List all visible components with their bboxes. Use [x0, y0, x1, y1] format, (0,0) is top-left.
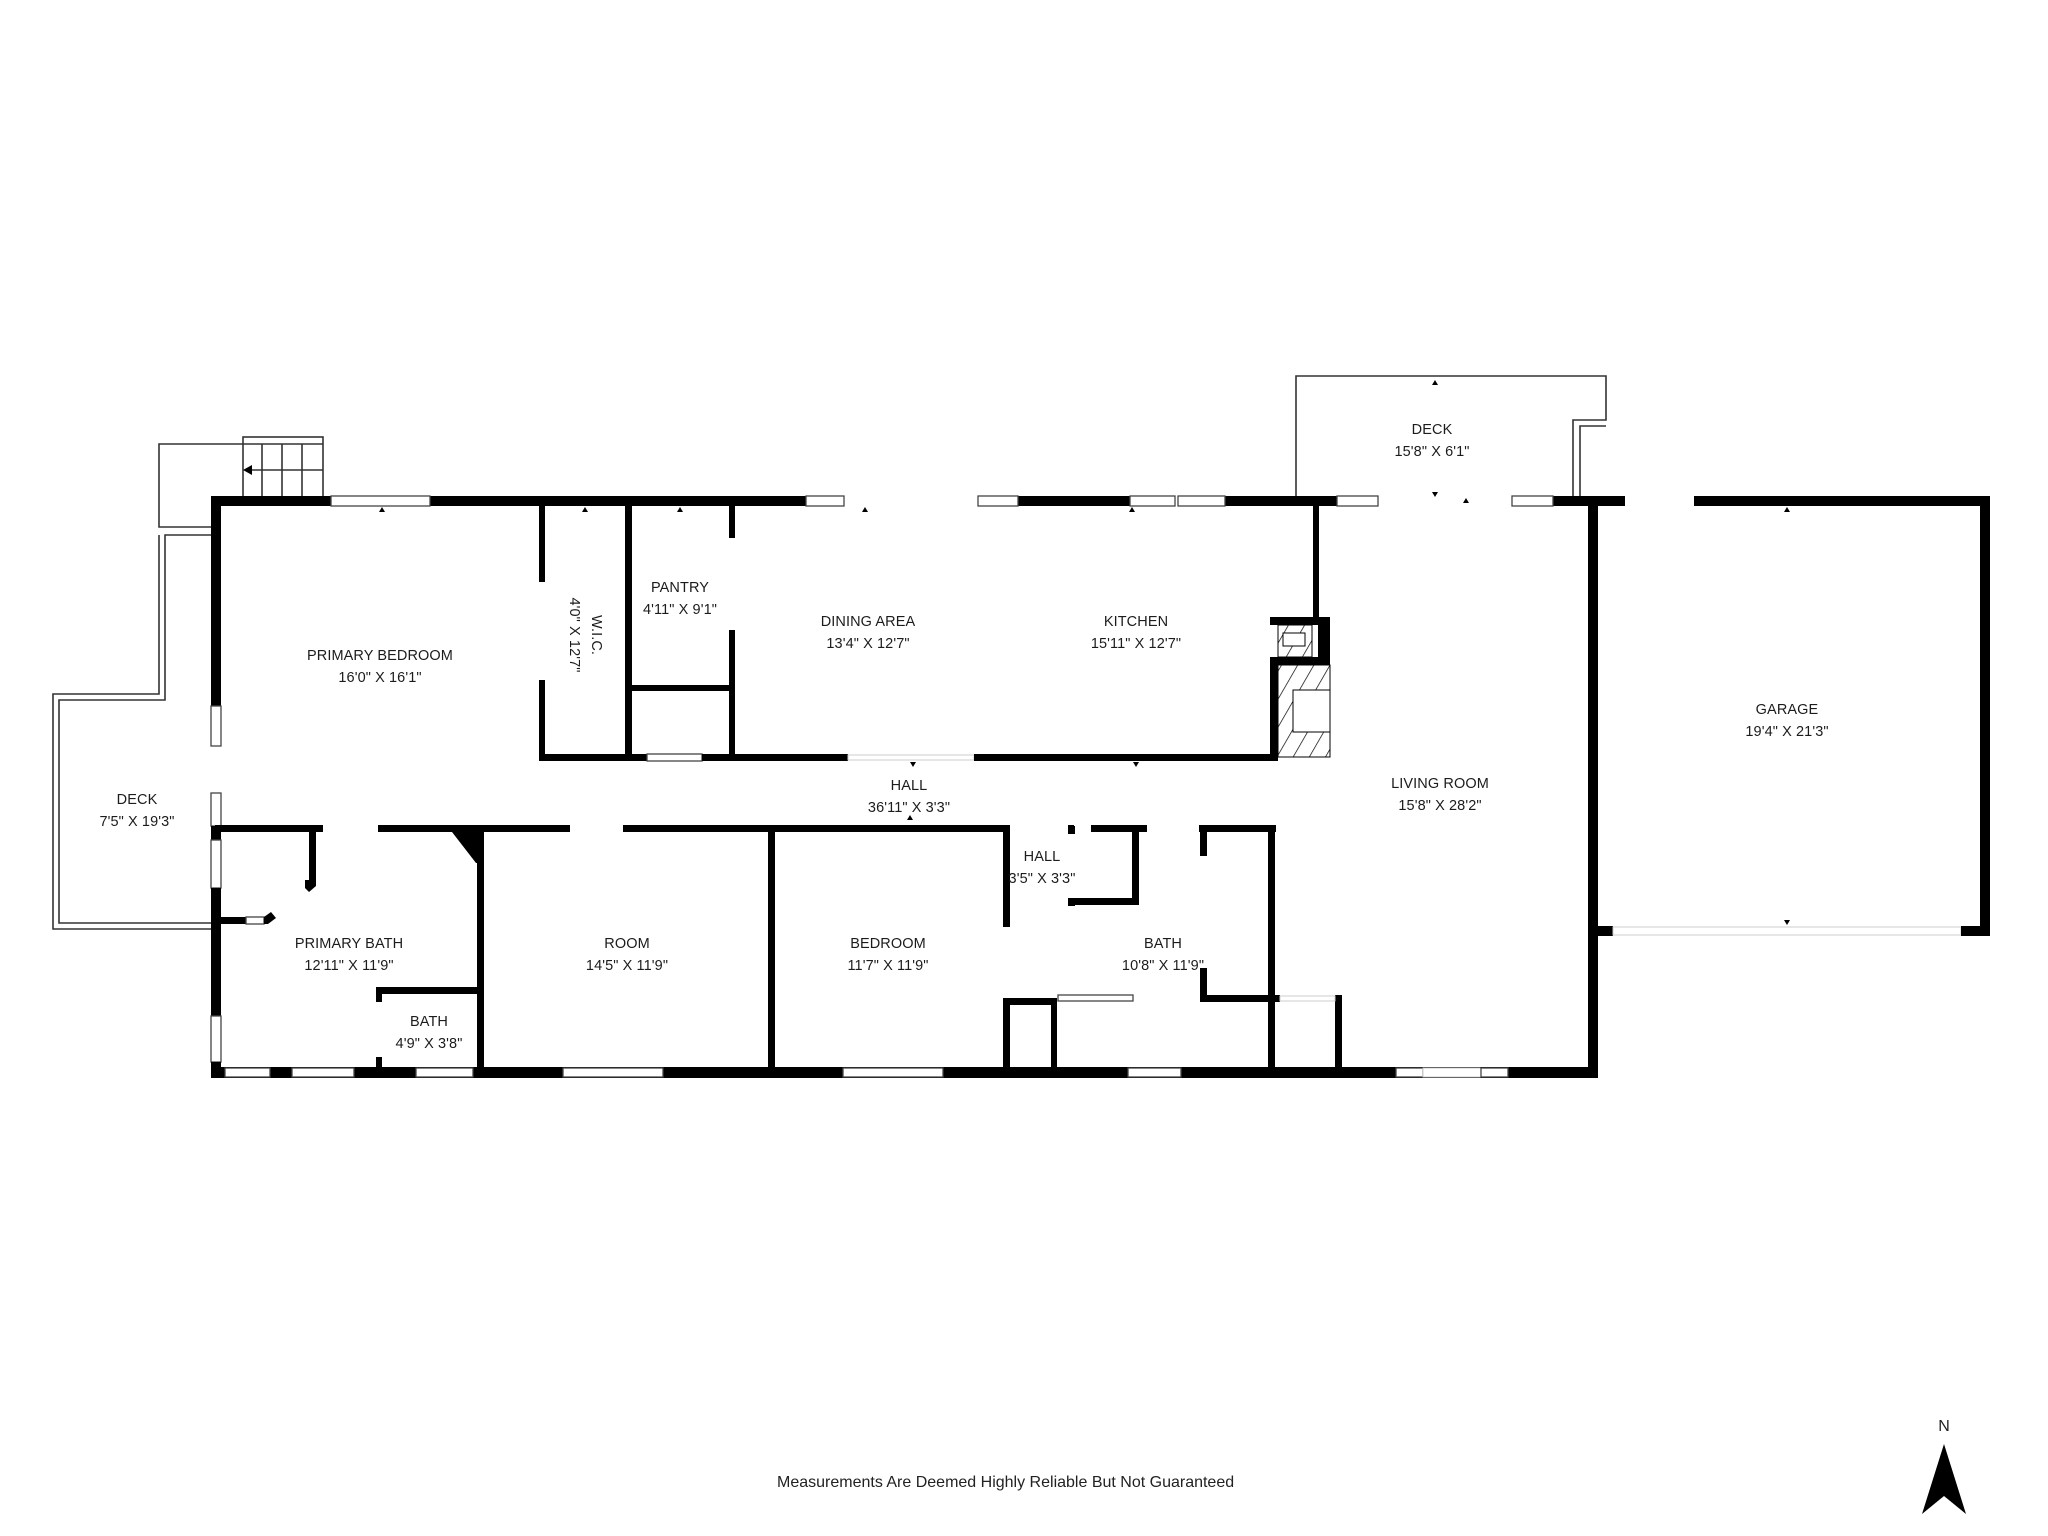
room-dimensions: 4'9" X 3'8" — [395, 1036, 463, 1052]
north-compass: N — [1914, 1418, 1974, 1521]
room-name: KITCHEN — [1103, 614, 1169, 630]
room-label-kitchen: KITCHEN 15'11" X 12'7" — [1091, 611, 1181, 655]
room-dimensions: 4'11" X 9'1" — [642, 602, 718, 618]
interior-walls — [215, 506, 1342, 1072]
measurement-disclaimer: Measurements Are Deemed Highly Reliable … — [777, 1474, 1235, 1491]
room-dimensions: 15'8" X 28'2" — [1398, 798, 1482, 814]
room-label-room: ROOM 14'5" X 11'9" — [586, 933, 668, 977]
room-label-bedroom: BEDROOM 11'7" X 11'9" — [847, 933, 928, 977]
room-label-deck-west: DECK 7'5" X 19'3" — [99, 789, 174, 833]
room-name: ROOM — [604, 936, 650, 952]
room-label-hall-small: HALL 3'5" X 3'3" — [1009, 846, 1076, 890]
room-dimensions: 10'8" X 11'9" — [1121, 958, 1205, 974]
room-name: HALL — [890, 778, 928, 794]
room-dimensions: 19'4" X 21'3" — [1745, 724, 1829, 740]
room-name: LIVING ROOM — [1391, 776, 1489, 792]
room-label-deck-north: DECK 15'8" X 6'1" — [1394, 419, 1469, 463]
room-label-wic: W.I.C. 4'0" X 12'7" — [563, 597, 607, 672]
room-name: DECK — [1411, 422, 1453, 438]
room-name: PRIMARY BATH — [294, 936, 404, 952]
room-name: BEDROOM — [850, 936, 926, 952]
deck-west-outline — [52, 443, 243, 930]
exterior-walls — [210, 495, 1990, 1078]
room-label-pantry: PANTRY 4'11" X 9'1" — [643, 577, 717, 621]
room-name: DECK — [116, 792, 158, 808]
room-label-primary-bath: PRIMARY BATH 12'11" X 11'9" — [295, 933, 403, 977]
room-label-bath: BATH 10'8" X 11'9" — [1122, 933, 1204, 977]
room-name: BATH — [409, 1014, 448, 1030]
room-dimensions: 11'7" X 11'9" — [847, 958, 929, 974]
stairs-arrow-icon — [243, 465, 252, 475]
room-dimensions: 12'11" X 11'9" — [304, 958, 394, 974]
north-label: N — [1938, 1418, 1950, 1435]
room-name: GARAGE — [1755, 702, 1819, 718]
room-dimensions: 36'11" X 3'3" — [867, 800, 951, 816]
stairs — [242, 436, 324, 500]
room-dimensions: 4'0" X 12'7" — [566, 597, 582, 673]
room-name: HALL — [1023, 849, 1061, 865]
room-dimensions: 7'5" X 19'3" — [99, 814, 175, 830]
room-name: PRIMARY BEDROOM — [307, 648, 453, 664]
room-name: PANTRY — [650, 580, 710, 596]
room-dimensions: 15'8" X 6'1" — [1394, 444, 1470, 460]
dimension-ticks — [379, 380, 1790, 925]
room-label-primary-bedroom: PRIMARY BEDROOM 16'0" X 16'1" — [307, 645, 453, 689]
room-dimensions: 15'11" X 12'7" — [1090, 636, 1182, 652]
room-name: W.I.C. — [588, 614, 604, 656]
room-label-living-room: LIVING ROOM 15'8" X 28'2" — [1391, 773, 1489, 817]
room-dimensions: 16'0" X 16'1" — [338, 670, 422, 686]
room-dimensions: 14'5" X 11'9" — [585, 958, 669, 974]
room-dimensions: 3'5" X 3'3" — [1008, 871, 1076, 887]
room-label-garage: GARAGE 19'4" X 21'3" — [1745, 699, 1828, 743]
room-dimensions: 13'4" X 12'7" — [826, 636, 910, 652]
fireplace-icon — [1277, 624, 1331, 758]
room-label-dining-area: DINING AREA 13'4" X 12'7" — [821, 611, 916, 655]
room-label-hall-main: HALL 36'11" X 3'3" — [868, 775, 950, 819]
room-name: DINING AREA — [820, 614, 916, 630]
north-arrow-icon — [1922, 1444, 1966, 1514]
room-label-bath-small: BATH 4'9" X 3'8" — [396, 1011, 463, 1055]
room-name: BATH — [1143, 936, 1182, 952]
deck-north-outline — [1295, 375, 1607, 498]
